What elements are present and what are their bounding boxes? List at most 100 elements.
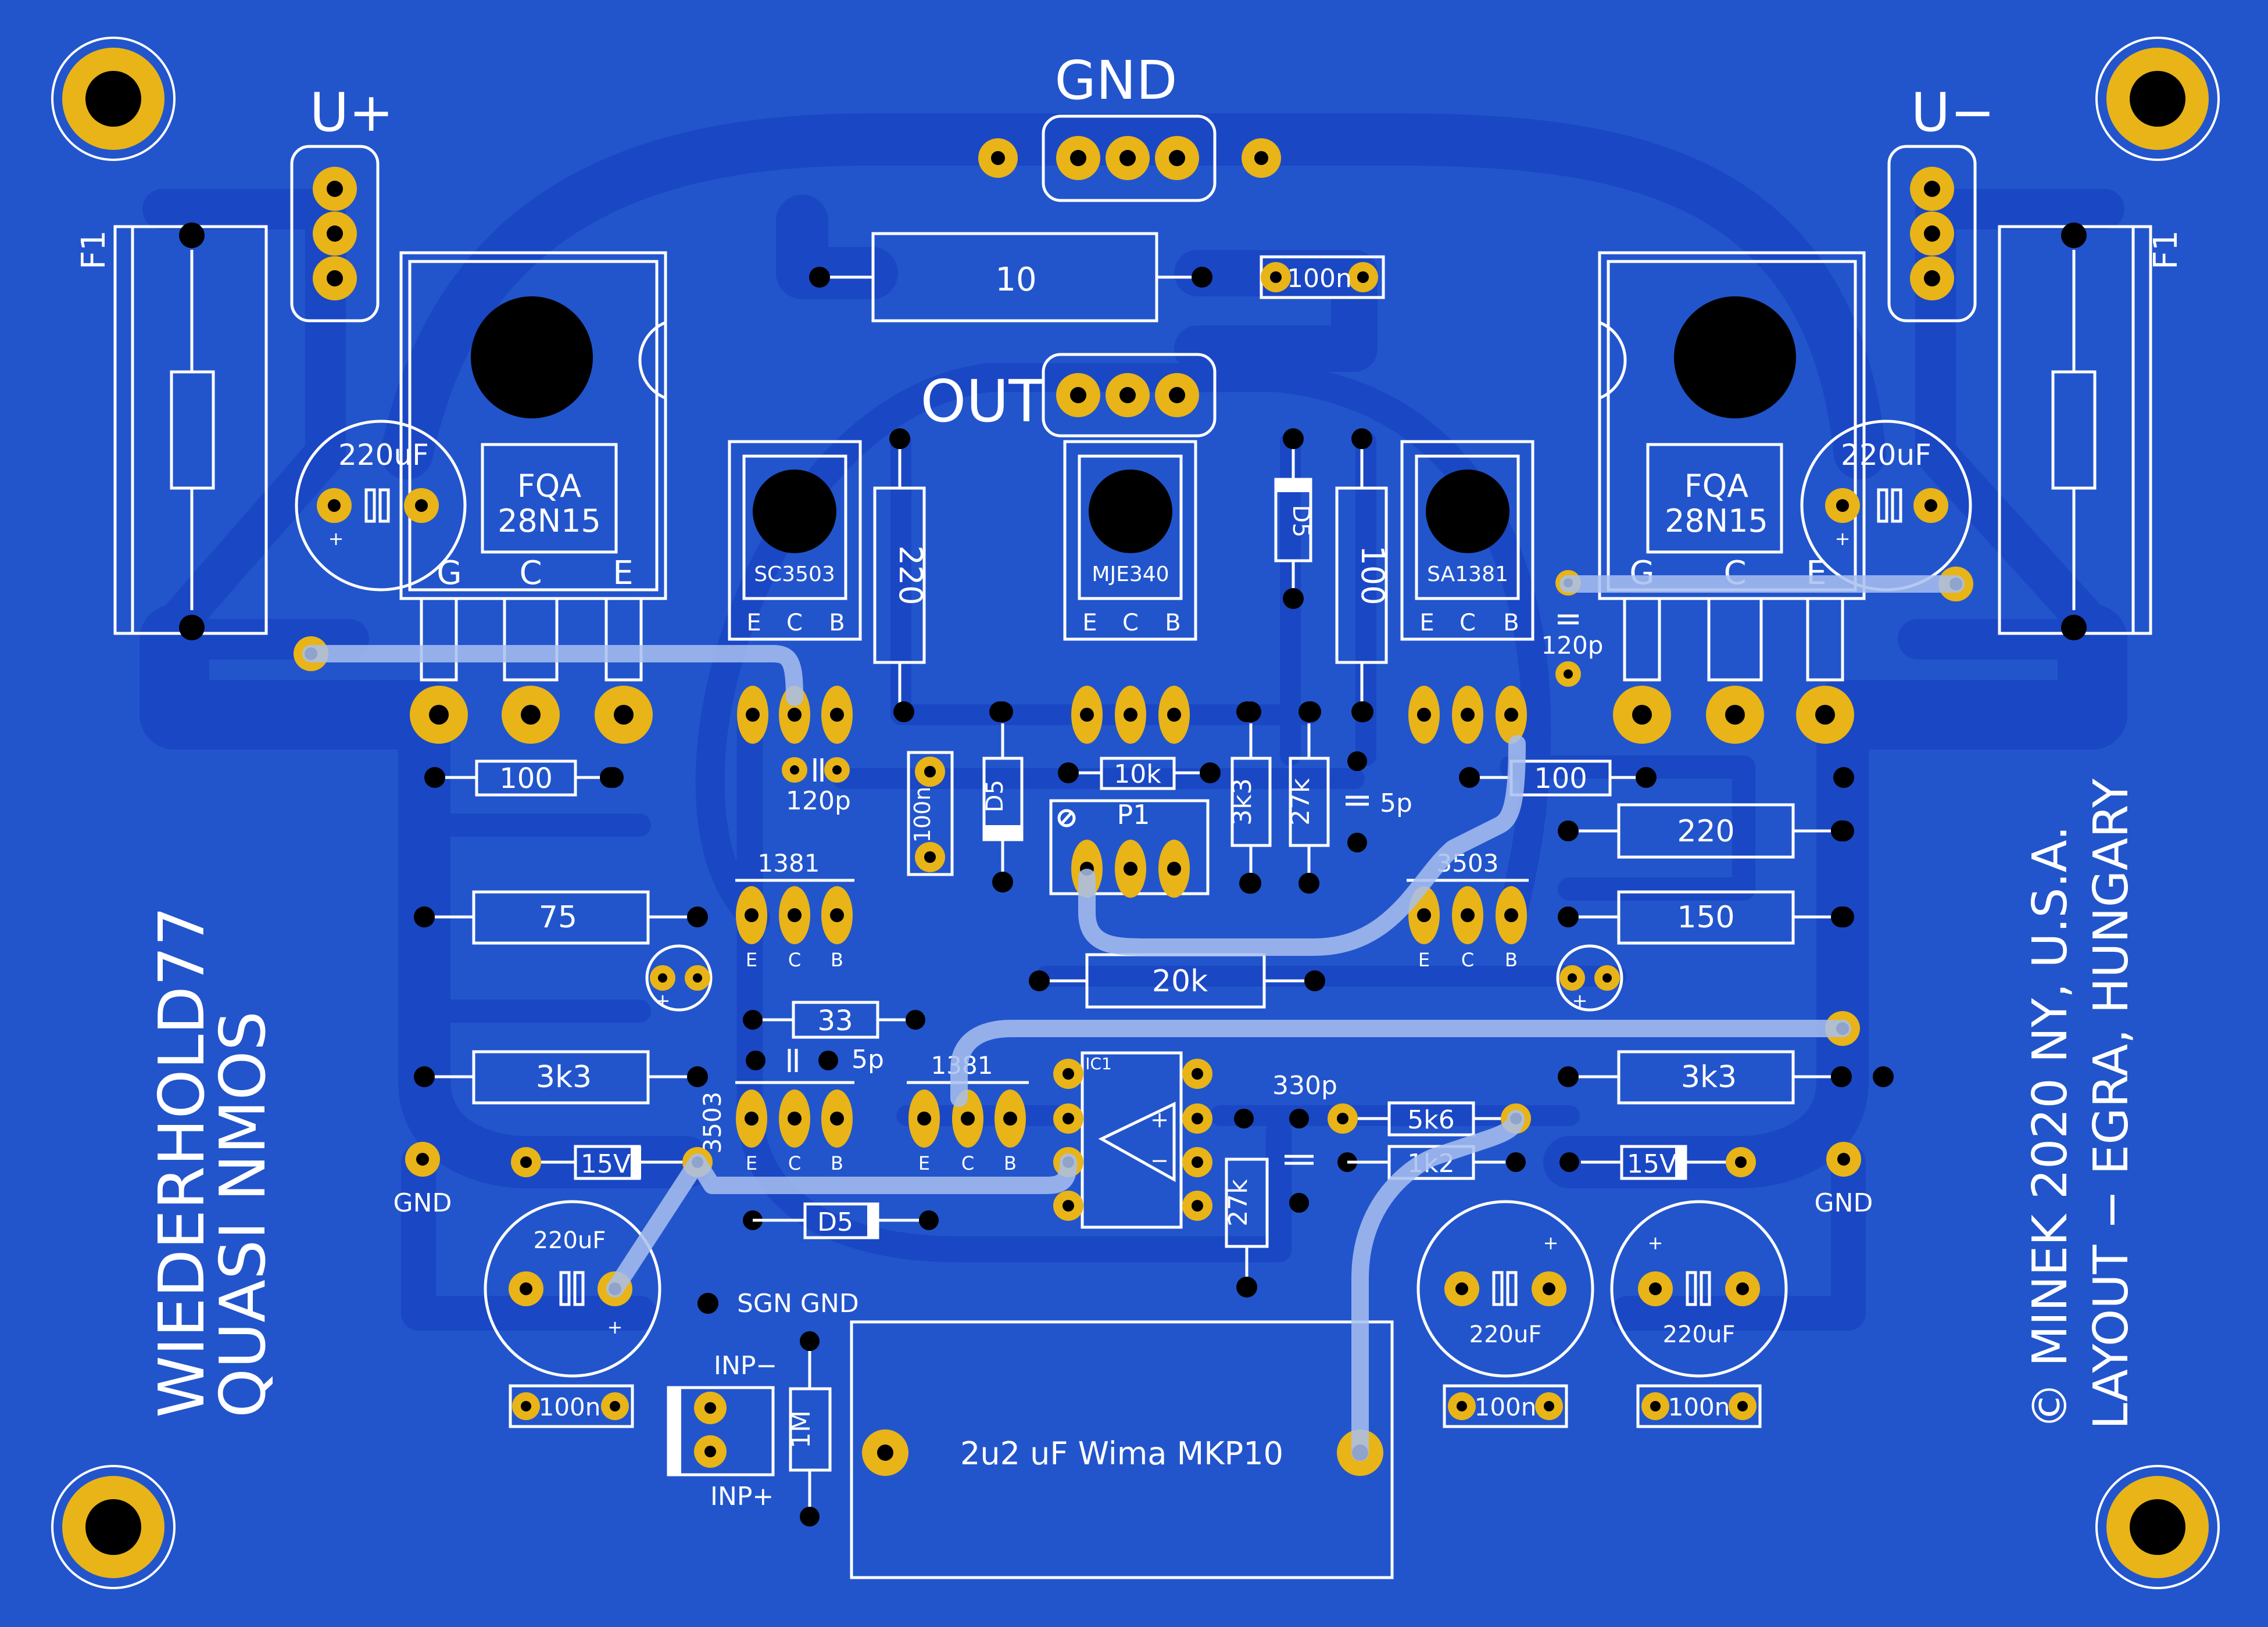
q1381l-pin-c: C [788,949,801,971]
mosfet-left-pin-e: E [613,554,633,592]
zener-15v-left-label: 15V [581,1149,631,1179]
resistor-5k6: 5k6 [1328,1101,1531,1137]
sc3503-pin-e: E [746,610,761,636]
credit-block: © MINEK 2020 NY, U.S.A. LAYOUT − EGRA, H… [2023,778,2139,1429]
cap-220uf-bottom-2: 220uF + [1416,1200,1594,1378]
cap-100n-bottom-1: 100n [509,1384,634,1428]
resistor-27k-vertical-bottom-label: 27k [1224,1179,1253,1227]
capacitor-wima-label: 2u2 uF Wima MKP10 [960,1435,1283,1472]
credit-line2: LAYOUT − EGRA, HUNGARY [2084,778,2139,1429]
title-line2: QUASI NMOS [207,1011,280,1418]
u-plus-connector: U+ [290,81,393,322]
fuse-left: F1 [75,223,268,640]
u-minus-connector: U− [1887,81,1995,322]
capacitor-120p-right-label: 120p [1541,631,1604,660]
trimmer-p1-label: P1 [1117,799,1150,830]
mounting-holes [51,37,2220,1589]
resistor-3k3-left-label: 3k3 [536,1060,592,1095]
gnd-top-label: GND [1055,49,1178,112]
resistor-3k3-vertical-label: 3k3 [1228,778,1257,825]
sa1381-pin-e: E [1419,610,1434,636]
title-block: WIEDERHOLD77 QUASI NMOS [146,906,280,1418]
resistor-5k6-label: 5k6 [1407,1105,1454,1135]
diode-d5-vertical-right-label: D5 [1287,505,1314,537]
q3503l-pin-b: B [831,1152,843,1174]
transistor-1381-left: 1381 E C B [735,849,854,971]
resistor-27k-vertical-top-label: 27k [1286,778,1315,826]
q1381m-pin-b: B [1004,1152,1017,1174]
mosfet-left-line1: FQA [517,468,582,504]
q3503r-pin-b: B [1505,949,1518,971]
resistor-150-label: 150 [1677,900,1734,935]
resistor-10k-label: 10k [1114,759,1161,789]
cap-220uf-left: 220uF + [295,420,467,592]
cap-220uf-bottom-left-plus: + [607,1316,623,1338]
transistor-1381-left-label: 1381 [758,849,820,877]
resistor-100-right: 100 [1459,759,1657,797]
mosfet-right-line1: FQA [1684,468,1749,504]
jumper-wires [302,575,1965,1461]
cap-100n-bottom-1-label: 100n [539,1393,601,1421]
cap-100n-bottom-2-label: 100n [1475,1393,1537,1421]
capacitor-120p-left: 120p [782,757,851,816]
resistor-1m-label: 1M [786,1410,816,1449]
resistor-220-right-label: 220 [1677,814,1734,849]
gnd-left-label: GND [393,1188,452,1218]
capacitor-wima: 2u2 uF Wima MKP10 [850,1320,1394,1579]
out-label: OUT [921,367,1045,435]
cap-small-right-plus: + [1572,990,1588,1012]
q1381m-pin-e: E [918,1152,930,1174]
u-plus-label: U+ [310,81,393,144]
q1381l-pin-b: B [831,949,843,971]
resistor-10k: 10k [1058,757,1221,790]
capacitor-5p-left-label: 5p [852,1045,884,1074]
resistor-33: 33 [743,1001,925,1039]
resistor-100-vertical-label: 100 [1354,545,1391,605]
transistor-1381-mid: 1381 E C B [907,1051,1029,1174]
zener-15v-right: 15V [1559,1145,1756,1180]
resistor-10-label: 10 [995,261,1036,299]
transistor-sc3503-label: SC3503 [754,562,835,586]
q1381m-pin-c: C [961,1152,974,1174]
mosfet-left-pin-c: C [519,554,542,592]
cap-100n-bottom-3-label: 100n [1668,1393,1730,1421]
mosfet-left-line2: 28N15 [498,503,601,539]
transistor-3503-left-label: 3503 [698,1092,727,1154]
transistor-3503-left: 3503 E C B [698,1081,854,1174]
resistor-20k-label: 20k [1152,964,1208,999]
fuse-right: F1 [1998,223,2185,640]
resistor-100-left-label: 100 [499,762,553,795]
cap-220uf-bottom-2-label: 220uF [1469,1321,1542,1348]
q1381l-pin-e: E [746,949,757,971]
gnd-pad-right: GND [1815,1142,1873,1218]
gnd-pad-left: GND [393,1142,452,1218]
cap-220uf-left-plus: + [328,528,344,550]
diode-d5-vertical-right: D5 [1274,428,1314,609]
cap-100n-bottom-2: 100n [1443,1384,1568,1428]
gnd-connector: GND [978,49,1281,202]
cap-small-left: + [645,944,713,1012]
title-line1: WIEDERHOLD77 [146,906,219,1418]
transistor-mje340-label: MJE340 [1092,562,1169,586]
resistor-3k3-left: 3k3 [414,1050,708,1105]
q3503l-pin-c: C [788,1152,801,1174]
capacitor-100n-top: 100n [1260,255,1385,299]
capacitor-100n-vertical: 100n [907,751,954,876]
q3503r-pin-e: E [1418,949,1430,971]
cap-220uf-bottom-3-plus: + [1648,1232,1664,1254]
resistor-3k3-right-label: 3k3 [1681,1060,1737,1095]
transistor-mje340: MJE340 E C B [1063,440,1197,744]
q3503l-pin-e: E [746,1152,757,1174]
sa1381-pin-c: C [1459,610,1476,636]
ic1-minus: − [1150,1148,1169,1173]
cap-220uf-bottom-left-label: 220uF [534,1227,606,1254]
capacitor-120p-left-label: 120p [786,786,851,816]
input-connector: SGN GND INP− INP+ [667,1289,859,1511]
ic1-opamp: IC1 + − [1053,1051,1212,1229]
mounting-hole-bl [51,1465,176,1589]
resistor-10: 10 [809,232,1212,322]
inp-plus-label: INP+ [710,1482,774,1511]
q3503r-pin-c: C [1461,949,1474,971]
mje340-pin-b: B [1165,610,1180,636]
